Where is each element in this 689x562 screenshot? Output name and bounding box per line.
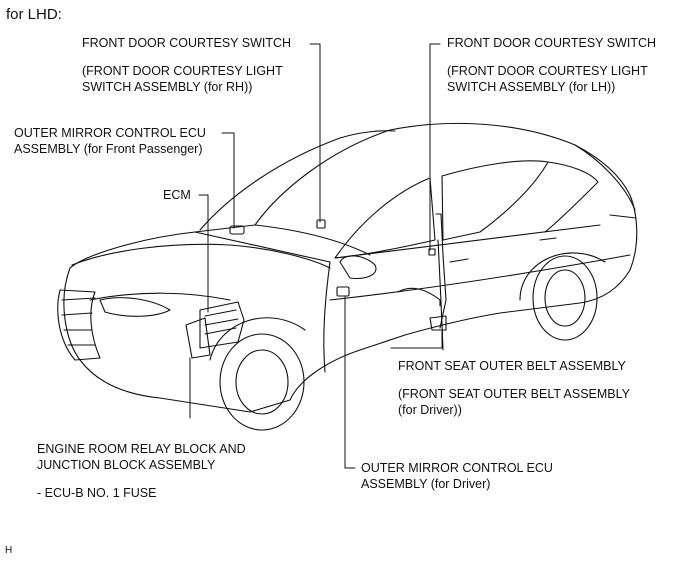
leader-lines <box>189 43 443 469</box>
diagram-heading: for LHD: <box>6 6 62 23</box>
side-mirror <box>339 255 377 279</box>
label-ecm: ECM <box>163 188 191 202</box>
grille <box>57 289 101 361</box>
label-relay-block-note: - ECU-B NO. 1 FUSE <box>37 486 157 500</box>
label-door-switch-rh-note2: SWITCH ASSEMBLY (for RH)) <box>82 80 253 94</box>
label-relay-block-line1: ENGINE ROOM RELAY BLOCK AND <box>37 442 246 456</box>
rear-door-window <box>441 160 549 241</box>
label-mirror-ecu-driver-line2: ASSEMBLY (for Driver) <box>361 477 491 491</box>
passenger-mirror-ecu <box>229 225 245 235</box>
hood <box>71 243 331 269</box>
label-relay-block-line2: JUNCTION BLOCK ASSEMBLY <box>37 458 216 472</box>
headlight <box>99 297 171 317</box>
label-door-switch-lh-note2: SWITCH ASSEMBLY (for LH)) <box>447 80 616 94</box>
label-door-switch-lh-note1: (FRONT DOOR COURTESY LIGHT <box>447 64 648 78</box>
label-seat-belt-note1: (FRONT SEAT OUTER BELT ASSEMBLY <box>398 387 631 401</box>
label-door-switch-lh-title: FRONT DOOR COURTESY SWITCH <box>447 36 657 50</box>
label-seat-belt-note2: (for Driver)) <box>398 403 462 417</box>
label-mirror-ecu-passenger-line2: ASSEMBLY (for Front Passenger) <box>14 142 203 156</box>
car-body-outline <box>63 122 638 413</box>
label-mirror-ecu-driver-line1: OUTER MIRROR CONTROL ECU <box>361 461 553 475</box>
label-door-switch-rh-title: FRONT DOOR COURTESY SWITCH <box>82 36 292 50</box>
rh-door-switch <box>316 219 326 229</box>
seat-belt <box>397 213 447 331</box>
windshield <box>199 130 396 231</box>
label-mirror-ecu-passenger-line1: OUTER MIRROR CONTROL ECU <box>14 126 206 140</box>
figure-code: H <box>5 545 13 556</box>
label-door-switch-rh-note1: (FRONT DOOR COURTESY LIGHT <box>82 64 283 78</box>
label-seat-belt-title: FRONT SEAT OUTER BELT ASSEMBLY <box>398 359 626 373</box>
rear-wheel <box>532 255 598 341</box>
ecm-unit <box>199 301 245 349</box>
driver-mirror-ecu <box>336 286 350 297</box>
lh-door-switch <box>428 248 436 256</box>
relay-block <box>185 317 211 359</box>
front-wheel <box>219 333 305 431</box>
